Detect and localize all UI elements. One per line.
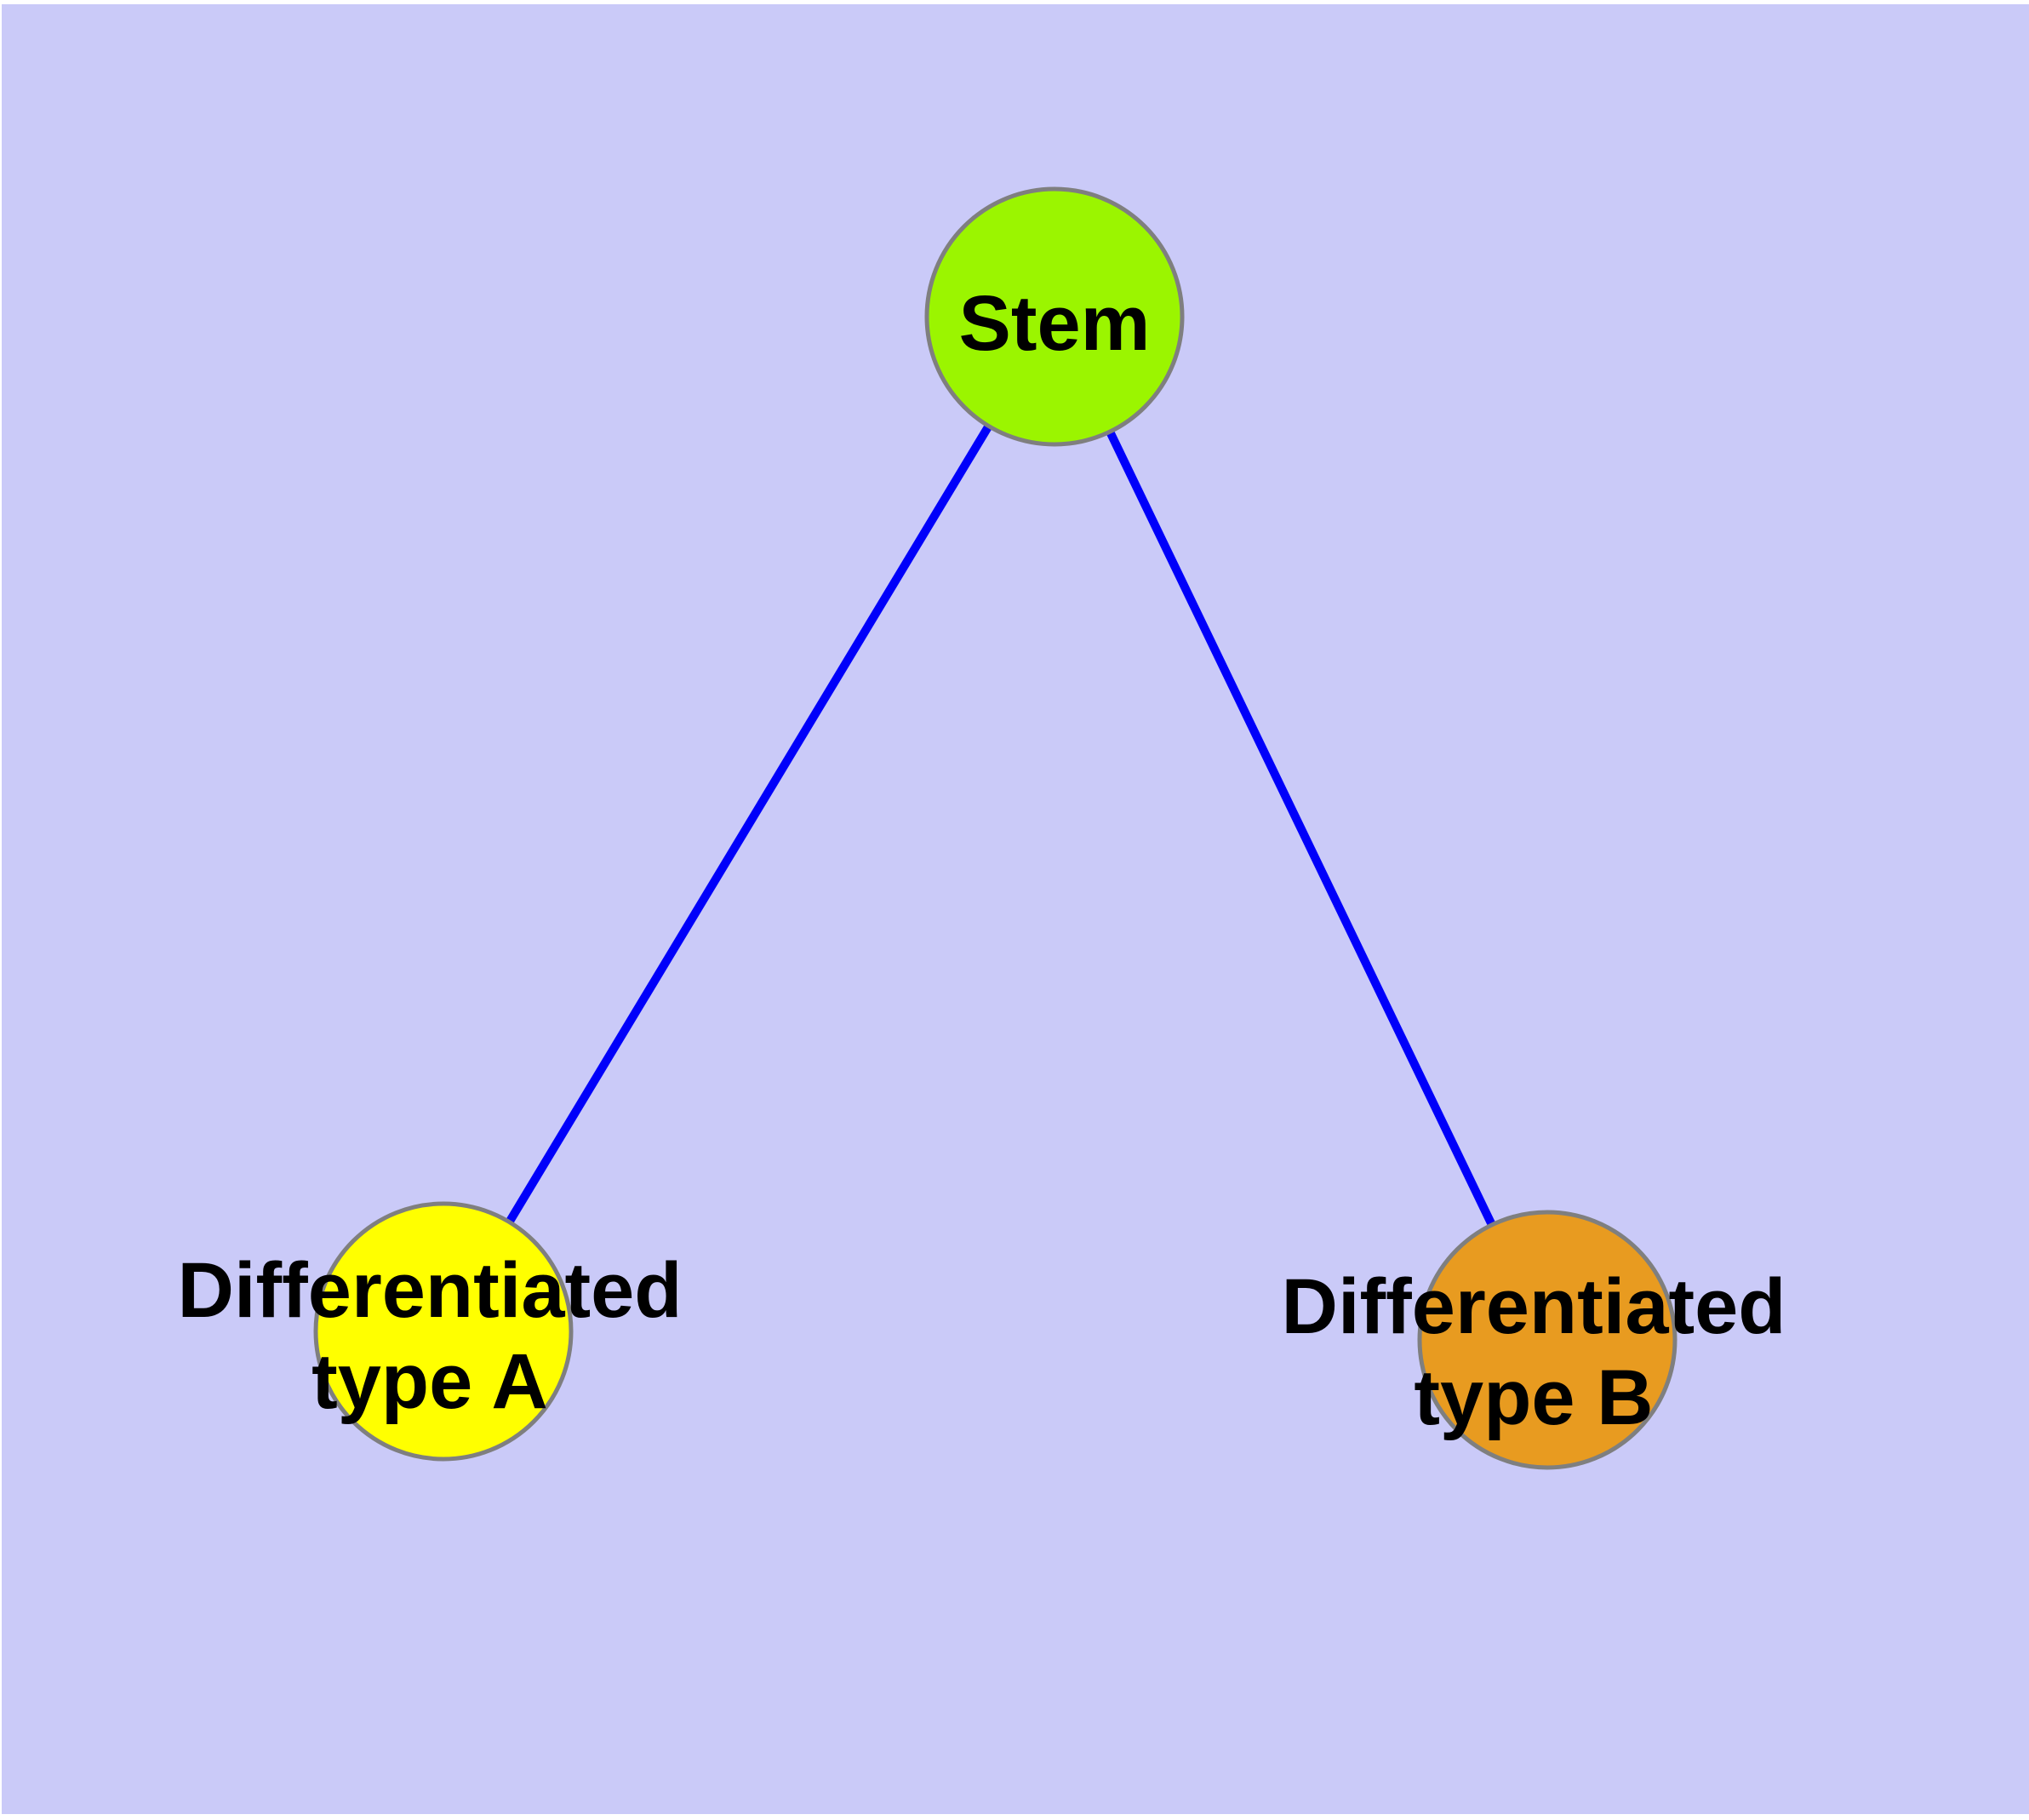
type-b-node-label-line1: Differentiated (1282, 1263, 1786, 1350)
differentiated-type-a-node (313, 1201, 574, 1462)
type-a-node-label-line2: type A (311, 1338, 548, 1425)
stem-node-label: Stem (959, 280, 1151, 367)
edge-stem-to-type-b (1050, 314, 1552, 1342)
stem-node (924, 186, 1185, 447)
edge-stem-to-type-a (439, 314, 1059, 1334)
type-b-node-label-line2: type B (1414, 1354, 1653, 1441)
type-a-node-label-line1: Differentiated (178, 1247, 683, 1334)
differentiated-type-b-node (1417, 1210, 1677, 1470)
